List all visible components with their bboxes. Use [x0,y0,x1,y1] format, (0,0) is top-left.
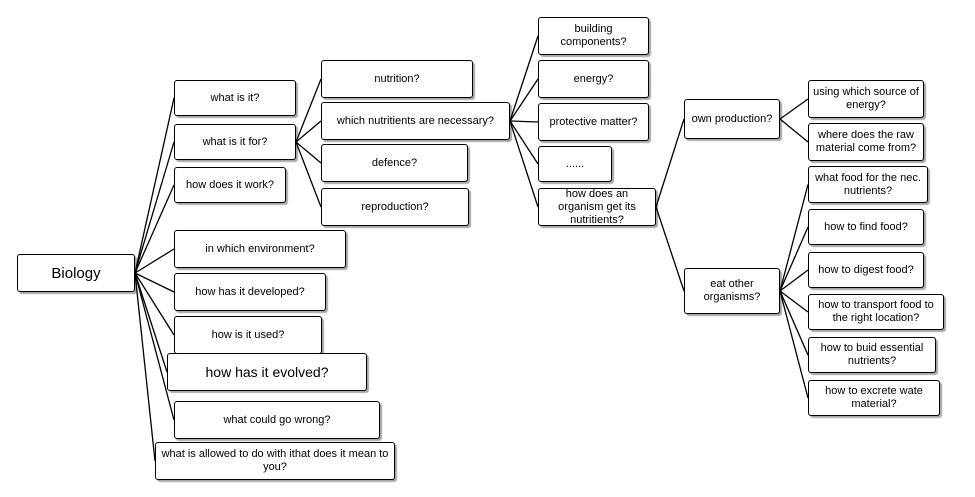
node-how-has-it-evolved[interactable]: how has it evolved? [167,353,367,391]
connector-line [295,141,322,164]
node-how-to-build-essential-nutrients[interactable]: how to buid essential nutrients? [808,337,936,373]
connector-line [134,184,175,274]
connector-line [509,35,539,122]
connector-line [779,118,809,143]
node-in-which-environment[interactable]: in which environment? [174,230,346,268]
node-nutrition[interactable]: nutrition? [321,60,473,98]
connector-line [655,206,685,292]
connector-line [295,120,322,143]
node-how-to-digest-food[interactable]: how to digest food? [808,252,924,288]
node-what-could-go-wrong[interactable]: what could go wrong? [174,401,380,439]
connector-line [509,120,539,208]
node-how-is-it-used[interactable]: how is it used? [174,316,322,354]
connector-line [779,290,809,356]
node-defence[interactable]: defence? [321,144,468,182]
connector-line [779,184,809,292]
node-ellipsis[interactable]: ...... [538,146,612,182]
connector-line [295,78,322,143]
node-using-which-source-of-energy[interactable]: using which source of energy? [808,80,924,118]
node-what-food-for-the-nec-nutrients[interactable]: what food for the nec. nutrients? [808,166,928,203]
node-building-components[interactable]: building components? [538,17,649,55]
node-reproduction[interactable]: reproduction? [321,188,469,226]
node-own-production[interactable]: own production? [684,99,780,139]
node-how-to-transport-food[interactable]: how to transport food to the right locat… [808,294,944,330]
connector-line [509,120,539,123]
connector-line [134,248,175,274]
connector-line [134,272,156,462]
connector-line [779,290,809,313]
node-eat-other-organisms[interactable]: eat other organisms? [684,268,780,314]
node-which-nutrients-are-necessary[interactable]: which nutritients are necessary? [321,102,510,140]
node-biology[interactable]: Biology [17,254,135,292]
connector-line [134,272,175,293]
connector-line [134,97,175,274]
node-how-to-excrete-waste-material[interactable]: how to excrete wate material? [808,380,940,416]
node-energy[interactable]: energy? [538,60,649,98]
connector-line [295,141,322,208]
connector-line [779,290,809,399]
node-how-to-find-food[interactable]: how to find food? [808,209,924,245]
node-how-has-it-developed[interactable]: how has it developed? [174,273,326,311]
node-how-does-an-organism-get-its-nutrients[interactable]: how does an organism get its nutritients… [538,188,656,226]
node-protective-matter[interactable]: protective matter? [538,103,649,141]
node-what-is-it[interactable]: what is it? [174,80,296,116]
connector-line [134,272,168,373]
node-where-does-the-raw-material-come-from[interactable]: where does the raw material come from? [808,123,924,161]
node-how-does-it-work[interactable]: how does it work? [174,167,286,203]
connector-line [779,269,809,292]
node-what-is-allowed[interactable]: what is allowed to do with ithat does it… [155,442,395,480]
connector-line [655,118,685,208]
connector-line [134,272,175,421]
connector-line [134,272,175,336]
connector-line [509,78,539,122]
node-what-is-it-for[interactable]: what is it for? [174,124,296,160]
connector-line [779,226,809,292]
connector-line [779,98,809,120]
connector-line [509,120,539,165]
connector-line [134,141,175,274]
